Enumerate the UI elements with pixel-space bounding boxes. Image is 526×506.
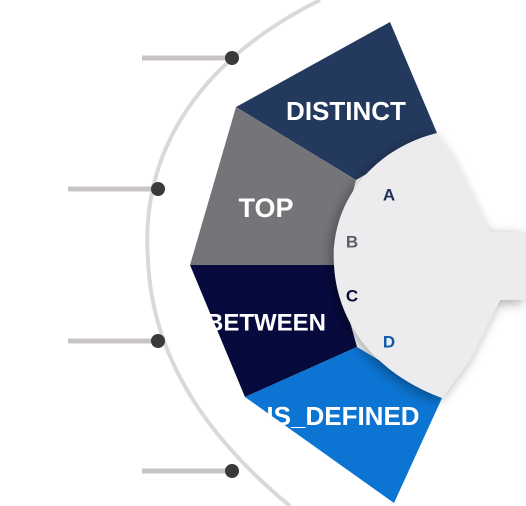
center-hub xyxy=(333,133,526,398)
connector-dot-2 xyxy=(151,182,165,196)
segment-top xyxy=(190,107,356,265)
segment-label-top: TOP xyxy=(238,193,293,223)
letter-b: B xyxy=(346,232,358,251)
segment-label-distinct: DISTINCT xyxy=(286,96,406,126)
connector-dot-1 xyxy=(225,51,239,65)
letter-a: A xyxy=(383,185,395,204)
connector-dot-3 xyxy=(151,334,165,348)
connector-dot-4 xyxy=(225,464,239,478)
letter-d: D xyxy=(383,332,395,351)
segment-label-between: BETWEEN xyxy=(206,309,326,336)
connector-group xyxy=(68,51,239,478)
letter-c: C xyxy=(346,286,358,305)
segment-label-is-defined: IS_DEFINED xyxy=(266,401,419,431)
segment-between xyxy=(190,265,357,397)
segment-distinct xyxy=(236,22,437,180)
outer-ring-arc xyxy=(145,0,321,506)
segment-is-defined xyxy=(245,347,442,503)
